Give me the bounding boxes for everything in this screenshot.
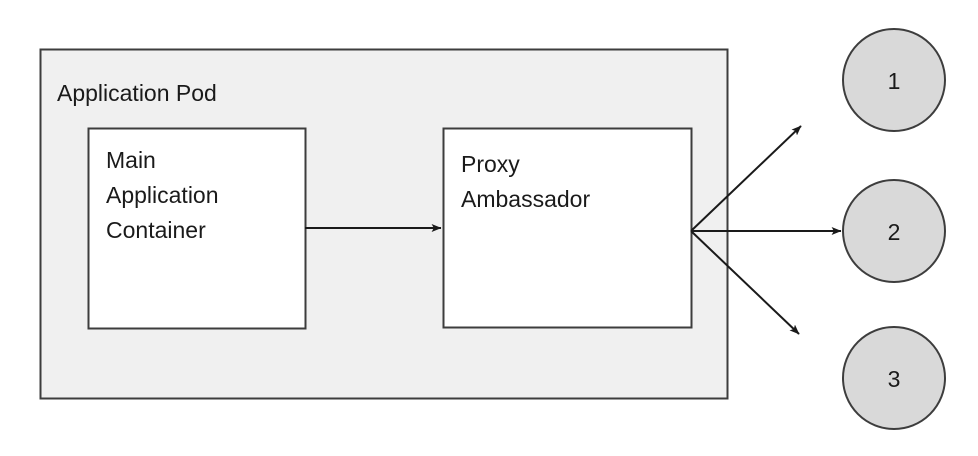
main-application-container-line-2: Application [106,182,219,208]
proxy-ambassador-container[interactable]: Proxy Ambassador [442,127,693,329]
endpoint-circle-3 [842,326,946,430]
endpoint-label-3: 3 [888,366,901,392]
proxy-ambassador-line-2: Ambassador [461,186,590,212]
connector-proxy-to-endpoint-3 [690,230,800,335]
endpoint-node-1[interactable]: 1 [842,28,946,132]
endpoint-node-3[interactable]: 3 [842,326,946,430]
main-application-container[interactable]: Main Application Container [87,127,307,330]
endpoint-circle-2 [842,179,946,283]
main-application-container-line-3: Container [106,217,206,243]
connector-proxy-to-endpoint-1 [690,125,802,232]
endpoint-label-1: 1 [888,68,901,94]
endpoint-circle-1 [842,28,946,132]
endpoint-label-2: 2 [888,219,901,245]
main-application-container-rect [87,127,307,330]
proxy-ambassador-line-1: Proxy [461,151,520,177]
main-application-container-line-1: Main [106,147,156,173]
endpoint-node-2[interactable]: 2 [842,179,946,283]
application-pod-label: Application Pod [57,80,217,106]
proxy-ambassador-rect [442,127,693,329]
